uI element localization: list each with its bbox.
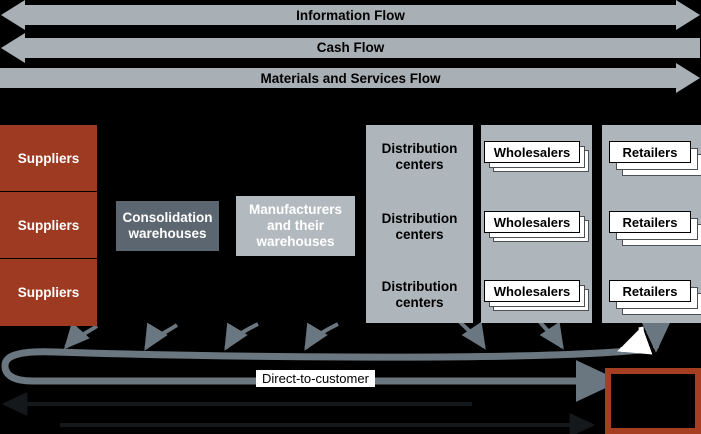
supplier-box-2[interactable]: Suppliers: [0, 192, 97, 259]
retailer-stack-2[interactable]: Retailers: [609, 211, 701, 247]
distribution-center-3-line-1: Distribution: [381, 279, 458, 294]
retailer-to-end-curved-arrow: [617, 326, 653, 355]
supplier-box-1[interactable]: Suppliers: [0, 125, 97, 192]
flow-label-materials: Materials and Services Flow: [260, 71, 441, 86]
wholesaler-stack-3[interactable]: Wholesalers: [484, 280, 589, 314]
consolidation-line-2: warehouses: [128, 226, 207, 241]
manufacturers-line-1: Manufacturers: [248, 202, 343, 218]
distribution-centers-column: [366, 125, 473, 323]
connector-tiers-to-direct-line: [63, 320, 564, 351]
end-customer-box[interactable]: [605, 368, 701, 434]
manufacturers-line-3: warehouses: [256, 233, 335, 249]
manufacturers-line-2: and their: [266, 218, 324, 234]
distribution-center-2-line-2: centers: [395, 226, 444, 242]
wholesaler-label-2: Wholesalers: [484, 211, 580, 233]
supplier-box-3[interactable]: Suppliers: [0, 259, 97, 326]
connector-distribution-to-wholesalers: [463, 147, 484, 306]
retailer-stack-1[interactable]: Retailers: [609, 141, 701, 177]
wholesaler-stack-2[interactable]: Wholesalers: [484, 211, 589, 245]
flow-arrow-cash: [1, 33, 700, 63]
distribution-center-2[interactable]: Distribution centers: [366, 211, 473, 243]
wholesaler-label-3: Wholesalers: [484, 280, 580, 302]
distribution-center-3-line-2: centers: [395, 294, 444, 310]
connector-wholesalers-to-retailers: [584, 147, 605, 306]
flow-arrow-materials: [0, 63, 700, 93]
retailer-label-1: Retailers: [609, 141, 691, 163]
retailer-label-3: Retailers: [609, 280, 691, 302]
manufacturers-box[interactable]: Manufacturers and their warehouses: [236, 196, 355, 256]
direct-to-customer-label: Direct-to-customer: [256, 370, 375, 387]
distribution-center-1-line-1: Distribution: [381, 141, 458, 156]
consolidation-warehouses-box[interactable]: Consolidation warehouses: [116, 201, 219, 251]
retailer-label-2: Retailers: [609, 211, 691, 233]
retailer-stack-3[interactable]: Retailers: [609, 280, 701, 316]
flow-label-information: Information Flow: [296, 8, 405, 23]
consolidation-line-1: Consolidation: [122, 210, 213, 226]
distribution-center-1-line-2: centers: [395, 156, 444, 172]
distribution-center-3[interactable]: Distribution centers: [366, 279, 473, 311]
direct-to-customer-path: [1, 346, 641, 402]
flow-arrow-information: [1, 0, 700, 30]
wholesaler-stack-1[interactable]: Wholesalers: [484, 141, 589, 175]
wholesaler-label-1: Wholesalers: [484, 141, 580, 163]
flow-label-cash: Cash Flow: [316, 40, 385, 55]
distribution-center-2-line-1: Distribution: [381, 211, 458, 226]
distribution-center-1[interactable]: Distribution centers: [366, 141, 473, 173]
